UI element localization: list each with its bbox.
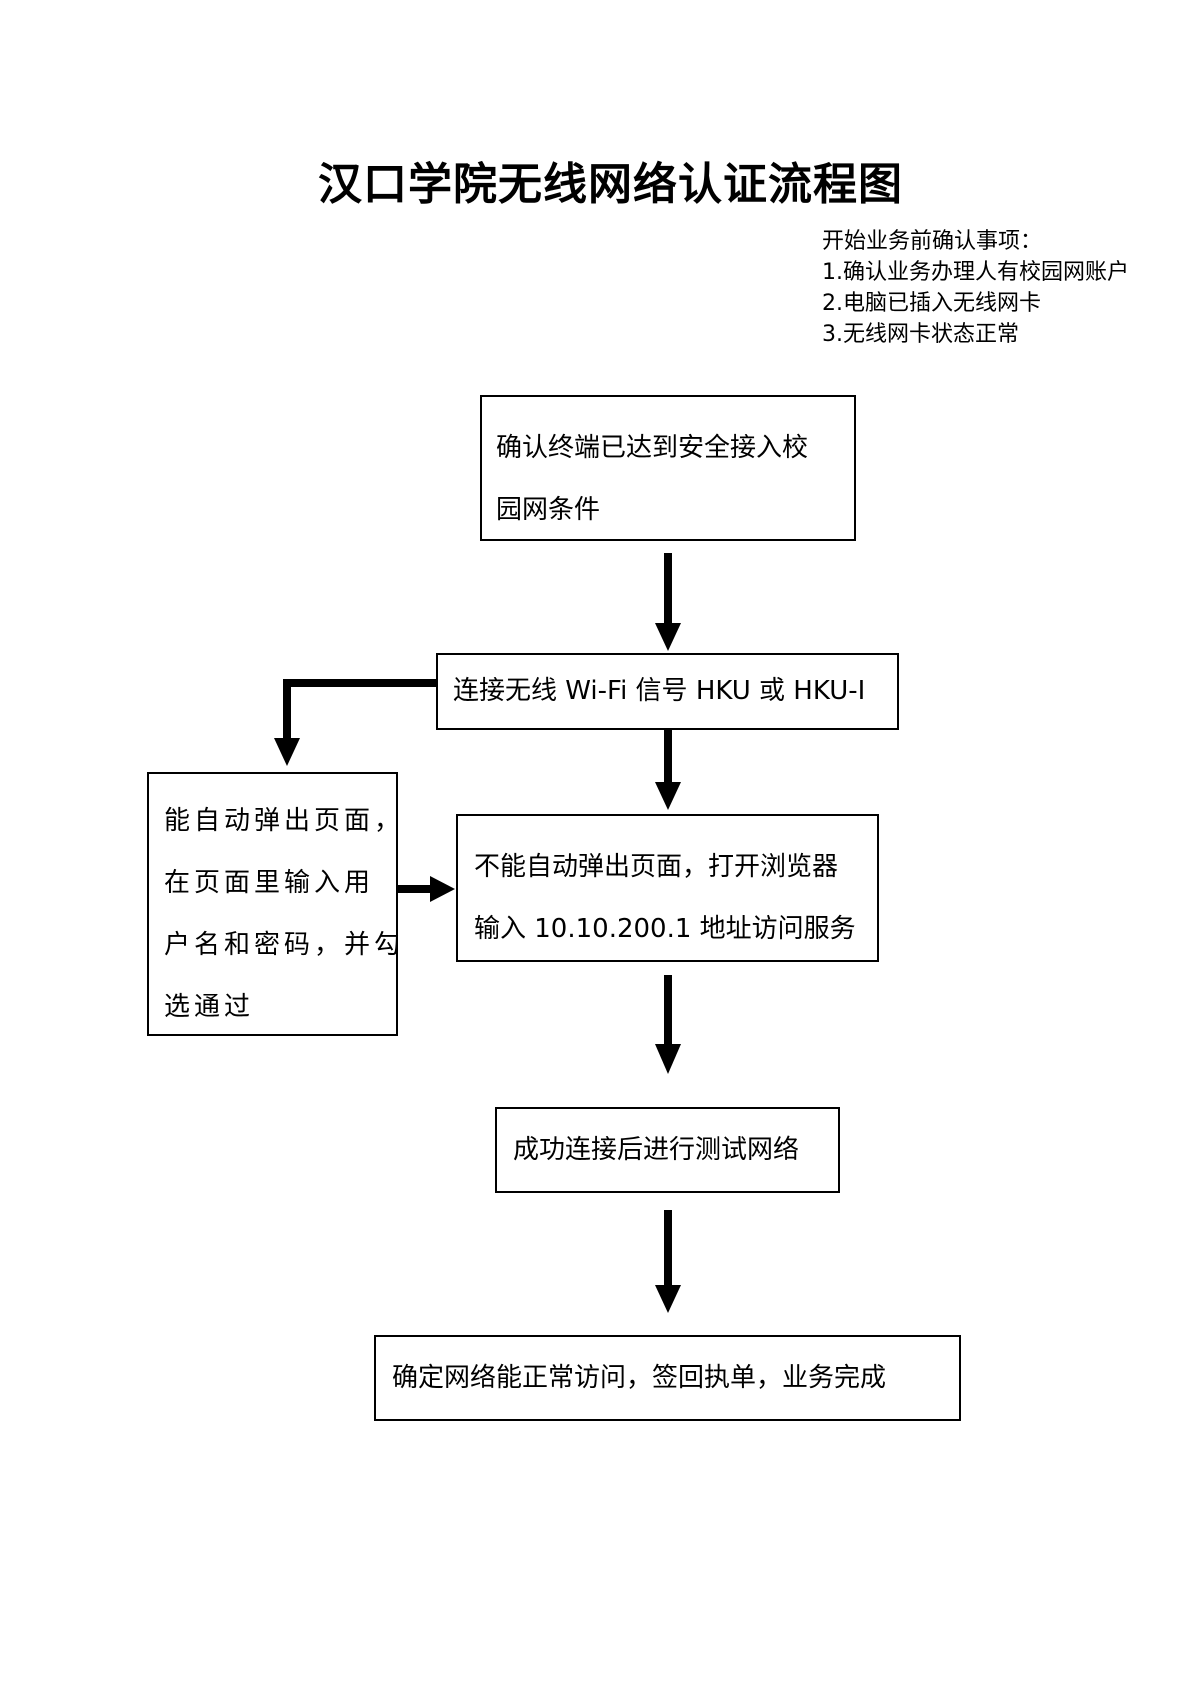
- arrow-head-4: [655, 1285, 681, 1313]
- step-manual-browser: 不能自动弹出页面，打开浏览器 输入 10.10.200.1 地址访问服务: [456, 814, 879, 962]
- step-text-line: 户名和密码，并勾: [164, 930, 405, 960]
- notes-heading: 开始业务前确认事项：: [822, 229, 1043, 254]
- step-text-line: 选通过: [164, 992, 255, 1022]
- page-title: 汉口学院无线网络认证流程图: [318, 159, 903, 210]
- arrow-head-branch: [274, 738, 300, 766]
- step-text-line: 确认终端已达到安全接入校: [496, 433, 809, 463]
- note-item: 1.确认业务办理人有校园网账户: [822, 260, 1129, 285]
- step-text-line: 成功连接后进行测试网络: [513, 1135, 800, 1165]
- step-text-line: 不能自动弹出页面，打开浏览器: [474, 852, 839, 882]
- arrow-head-3: [655, 1044, 681, 1074]
- step-text-line: 确定网络能正常访问，签回执单，业务完成: [392, 1363, 887, 1393]
- step-text-line: 输入 10.10.200.1 地址访问服务: [474, 914, 856, 944]
- step-text-line: 在页面里输入用: [164, 868, 375, 898]
- step-auto-popup: 能自动弹出页面， 在页面里输入用 户名和密码，并勾 选通过: [147, 772, 405, 1036]
- step-test-network: 成功连接后进行测试网络: [495, 1107, 840, 1193]
- step-connect-wifi: 连接无线 Wi-Fi 信号 HKU 或 HKU-I: [436, 653, 899, 730]
- arrow-head-side: [430, 876, 455, 902]
- precondition-notes: 开始业务前确认事项： 1.确认业务办理人有校园网账户 2.电脑已插入无线网卡 3…: [822, 226, 1129, 350]
- arrow-shaft-branch: [283, 679, 436, 740]
- step-text-line: 连接无线 Wi-Fi 信号 HKU 或 HKU-I: [453, 676, 866, 706]
- note-item: 3.无线网卡状态正常: [822, 322, 1019, 347]
- step-finish: 确定网络能正常访问，签回执单，业务完成: [374, 1335, 961, 1421]
- arrow-head-1: [655, 623, 681, 651]
- note-item: 2.电脑已插入无线网卡: [822, 291, 1041, 316]
- step-confirm-terminal: 确认终端已达到安全接入校 园网条件: [480, 395, 856, 541]
- arrow-head-2: [655, 782, 681, 810]
- step-text-line: 能自动弹出页面，: [164, 806, 405, 836]
- step-text-line: 园网条件: [496, 495, 601, 525]
